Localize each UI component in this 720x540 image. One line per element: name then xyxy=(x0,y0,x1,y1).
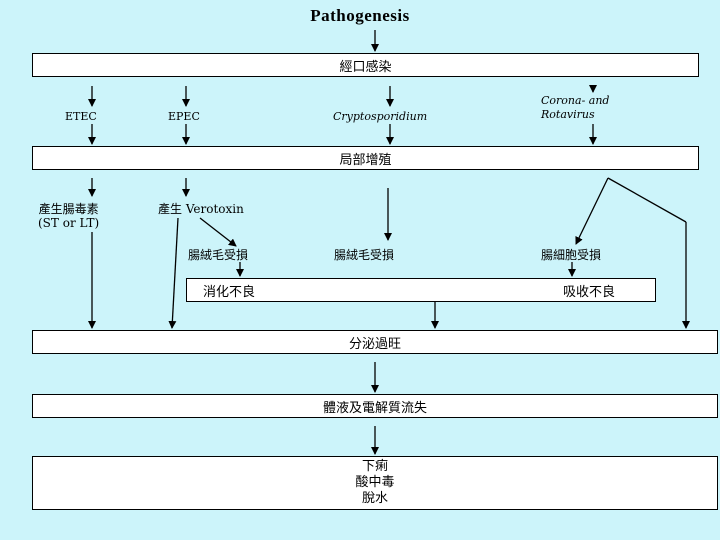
cell-damage-label: 腸細胞受損 xyxy=(541,248,602,262)
secretion-label: 分泌過旺 xyxy=(348,336,401,352)
arrow-verotoxin-to-villus xyxy=(199,217,237,247)
secretion-box: 分泌過旺 xyxy=(32,330,718,354)
outcome-dehydration: 脫水 xyxy=(361,491,388,506)
pathogen-epec: EPEC xyxy=(168,110,200,123)
pathogen-corona-line1: Corona- and xyxy=(541,94,610,107)
fluid-loss-label: 體液及電解質流失 xyxy=(322,400,427,416)
pathogen-cryptosporidium: Cryptosporidium xyxy=(333,110,428,123)
corona-branch-left xyxy=(575,177,609,245)
digestion-poor-label: 消化不良 xyxy=(203,284,256,300)
corona-branch-right xyxy=(607,177,687,223)
verotoxin-prefix: 產生 xyxy=(158,202,183,216)
outcomes-box: 下痢 酸中毒 脫水 xyxy=(32,456,718,510)
outcome-acidosis: 酸中毒 xyxy=(355,475,395,490)
enterotoxin-line1: 產生腸毒素 xyxy=(38,202,99,216)
villus-damage-label-1: 腸絨毛受損 xyxy=(188,248,249,262)
outcome-diarrhea: 下痢 xyxy=(361,459,388,474)
digestion-absorption-box: 消化不良 吸收不良 xyxy=(186,278,656,302)
arrow-verotoxin-to-secretion xyxy=(168,217,179,329)
pathogen-corona-rotavirus: Corona- and Rotavirus xyxy=(541,94,609,122)
page-title: Pathogenesis xyxy=(310,6,410,25)
verotoxin-name: Verotoxin xyxy=(185,202,244,216)
pathogen-etec: ETEC xyxy=(65,110,97,123)
absorption-poor-label: 吸收不良 xyxy=(562,284,615,300)
oral-infection-label: 經口感染 xyxy=(339,59,392,75)
oral-infection-box: 經口感染 xyxy=(32,53,699,77)
fluid-loss-box: 體液及電解質流失 xyxy=(32,394,718,418)
villus-damage-label-2: 腸絨毛受損 xyxy=(334,248,395,262)
local-proliferation-label: 局部增殖 xyxy=(339,152,392,168)
verotoxin-label: 產生 Verotoxin xyxy=(158,202,244,216)
enterotoxin-line2: (ST or LT) xyxy=(38,216,100,230)
local-proliferation-box: 局部增殖 xyxy=(32,146,699,170)
enterotoxin-label: 產生腸毒素 (ST or LT) xyxy=(38,202,99,230)
pathogen-rotavirus-line2: Rotavirus xyxy=(541,108,595,121)
